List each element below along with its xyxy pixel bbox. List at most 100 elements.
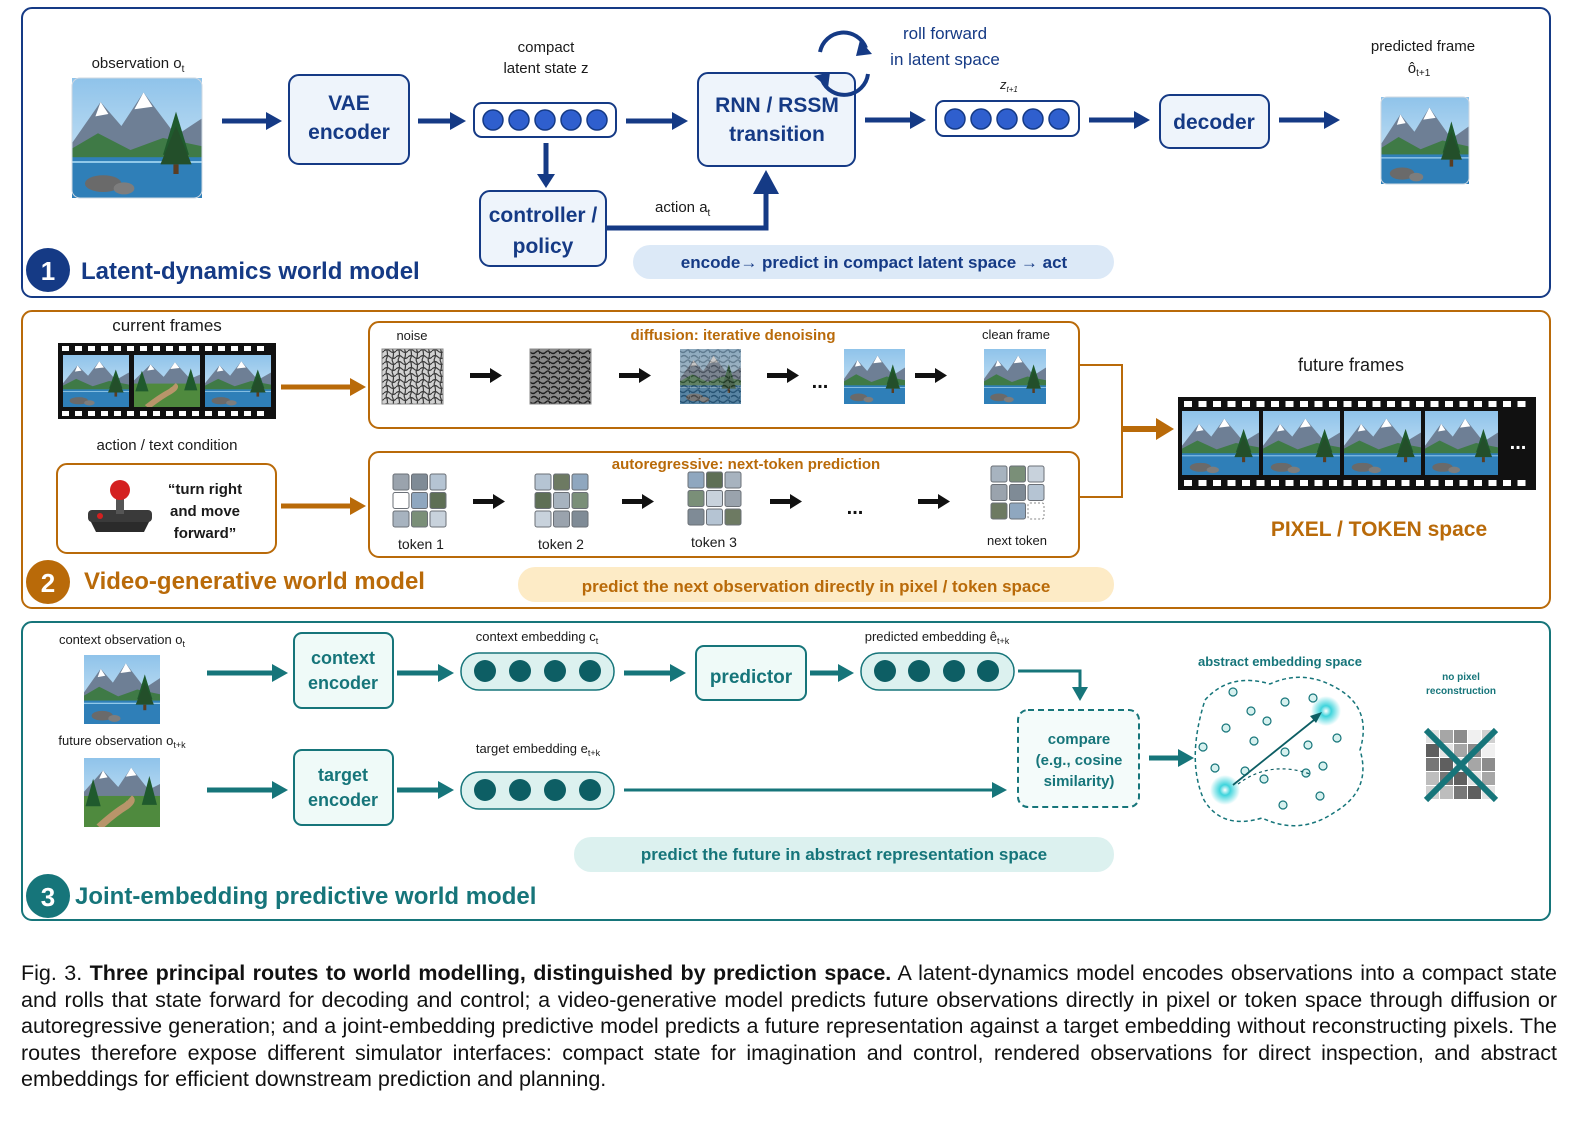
- panel3-pill: [574, 837, 1114, 872]
- token-cell: [571, 492, 589, 509]
- arrowhead: [1134, 111, 1150, 129]
- context-encoder-box: [293, 632, 394, 709]
- film-perforation: [1227, 480, 1236, 486]
- predicted-embedding-dots: [874, 660, 999, 682]
- film-perforation: [1430, 480, 1439, 486]
- predictor-label: predictor: [710, 667, 793, 688]
- token-cell: [429, 473, 447, 491]
- pixel-cell: [1440, 730, 1453, 743]
- film-perforation: [1184, 480, 1192, 486]
- film-perforation: [1488, 401, 1497, 407]
- abstract-space-label: abstract embedding space: [1198, 654, 1362, 669]
- token-cell: [392, 510, 410, 528]
- token-cell: [411, 492, 428, 509]
- film-perforation: [1198, 480, 1207, 486]
- film-perforation: [1503, 401, 1511, 407]
- future-film-strip: ...: [1178, 397, 1536, 490]
- token-cell: [392, 473, 410, 491]
- arrowhead: [350, 378, 366, 396]
- target-embedding-vector: [460, 771, 615, 810]
- film-perforation: [1358, 401, 1366, 407]
- token-cell: [724, 471, 742, 489]
- token-cell: [990, 465, 1008, 483]
- film-perforation: [1401, 480, 1410, 486]
- film-perforation: [1430, 401, 1439, 407]
- action-text-condition-label: action / text condition: [97, 437, 238, 454]
- panel-joint-embedding: context observation ot future observatio…: [21, 621, 1551, 921]
- film-strip-icon: [58, 343, 276, 419]
- token-cell: [553, 510, 570, 528]
- panel3-frame: [21, 621, 1551, 921]
- rnn-transition-box: [697, 72, 856, 167]
- caption-text: A latent-dynamics model encodes observat…: [21, 961, 1557, 1091]
- film-perforation: [1329, 401, 1337, 407]
- caption-bold: Three principal routes to world modellin…: [89, 961, 892, 985]
- panel2-number: 2: [41, 568, 55, 598]
- pixel-cell: [1454, 786, 1467, 799]
- pixel-cell: [1440, 758, 1453, 771]
- film-perforation: [1517, 480, 1526, 486]
- current-frames-label: current frames: [112, 316, 222, 335]
- token-cell: [429, 492, 447, 509]
- film-perforation: [1300, 401, 1308, 407]
- context-embedding-label: context embedding ct: [476, 629, 599, 646]
- future-ellipsis: ...: [1510, 432, 1527, 454]
- token-cell: [1027, 502, 1045, 520]
- token-cell: [724, 508, 742, 526]
- film-perforation: [1300, 480, 1308, 486]
- pixel-cell: [1454, 744, 1467, 757]
- film-perforation: [1242, 480, 1250, 486]
- film-perforation: [1271, 480, 1279, 486]
- panel2-title: Video-generative world model: [84, 568, 425, 595]
- film-perforation: [1256, 401, 1265, 407]
- noise-image-2: [529, 348, 592, 405]
- predicted-embedding-vector: [860, 652, 1015, 691]
- panel3-number-badge: [26, 874, 70, 918]
- context-embedding-dots: [474, 660, 601, 682]
- panel2-number-badge: [26, 560, 70, 604]
- film-perforation: [1372, 401, 1381, 407]
- token-cell: [1027, 484, 1045, 501]
- token-cell: [687, 490, 705, 507]
- film-perforation: [1242, 401, 1250, 407]
- condition-box: [56, 463, 277, 554]
- panel1-pill: [633, 245, 1114, 279]
- film-perforation: [1474, 480, 1482, 486]
- arrowhead: [537, 174, 555, 188]
- target-embedding-label: target embedding et+k: [476, 741, 601, 758]
- arrowhead: [1324, 111, 1340, 129]
- arrowhead: [350, 497, 366, 515]
- arrowhead: [1072, 687, 1088, 701]
- token-cell: [1009, 465, 1026, 483]
- noise-image-1: [381, 348, 444, 405]
- arrowhead: [266, 112, 282, 130]
- observation-image: [71, 77, 203, 199]
- compare-box: [1017, 709, 1140, 808]
- clean-frame-image: [984, 349, 1046, 404]
- arrowhead: [438, 781, 454, 799]
- future-observation-image: [80, 758, 164, 827]
- film-perforation: [1416, 401, 1424, 407]
- arrowhead: [670, 664, 686, 682]
- film-perforation: [1198, 401, 1207, 407]
- arrowhead: [672, 112, 688, 130]
- arrowhead: [992, 782, 1007, 798]
- film-perforation: [1445, 480, 1453, 486]
- token-cell: [687, 508, 705, 526]
- film-perforation: [1358, 480, 1366, 486]
- token3-label: token 3: [691, 534, 737, 550]
- token-cell: [411, 510, 428, 528]
- vae-encoder-box: [288, 74, 410, 165]
- panel3-number: 3: [41, 882, 55, 912]
- film-perforation: [1401, 401, 1410, 407]
- token-cell: [411, 473, 428, 491]
- embedding-cloud-icon: [1194, 676, 1364, 827]
- pixel-cell: [1482, 744, 1495, 757]
- ar-ellipsis: ...: [847, 497, 864, 519]
- film-perforation: [1488, 480, 1497, 486]
